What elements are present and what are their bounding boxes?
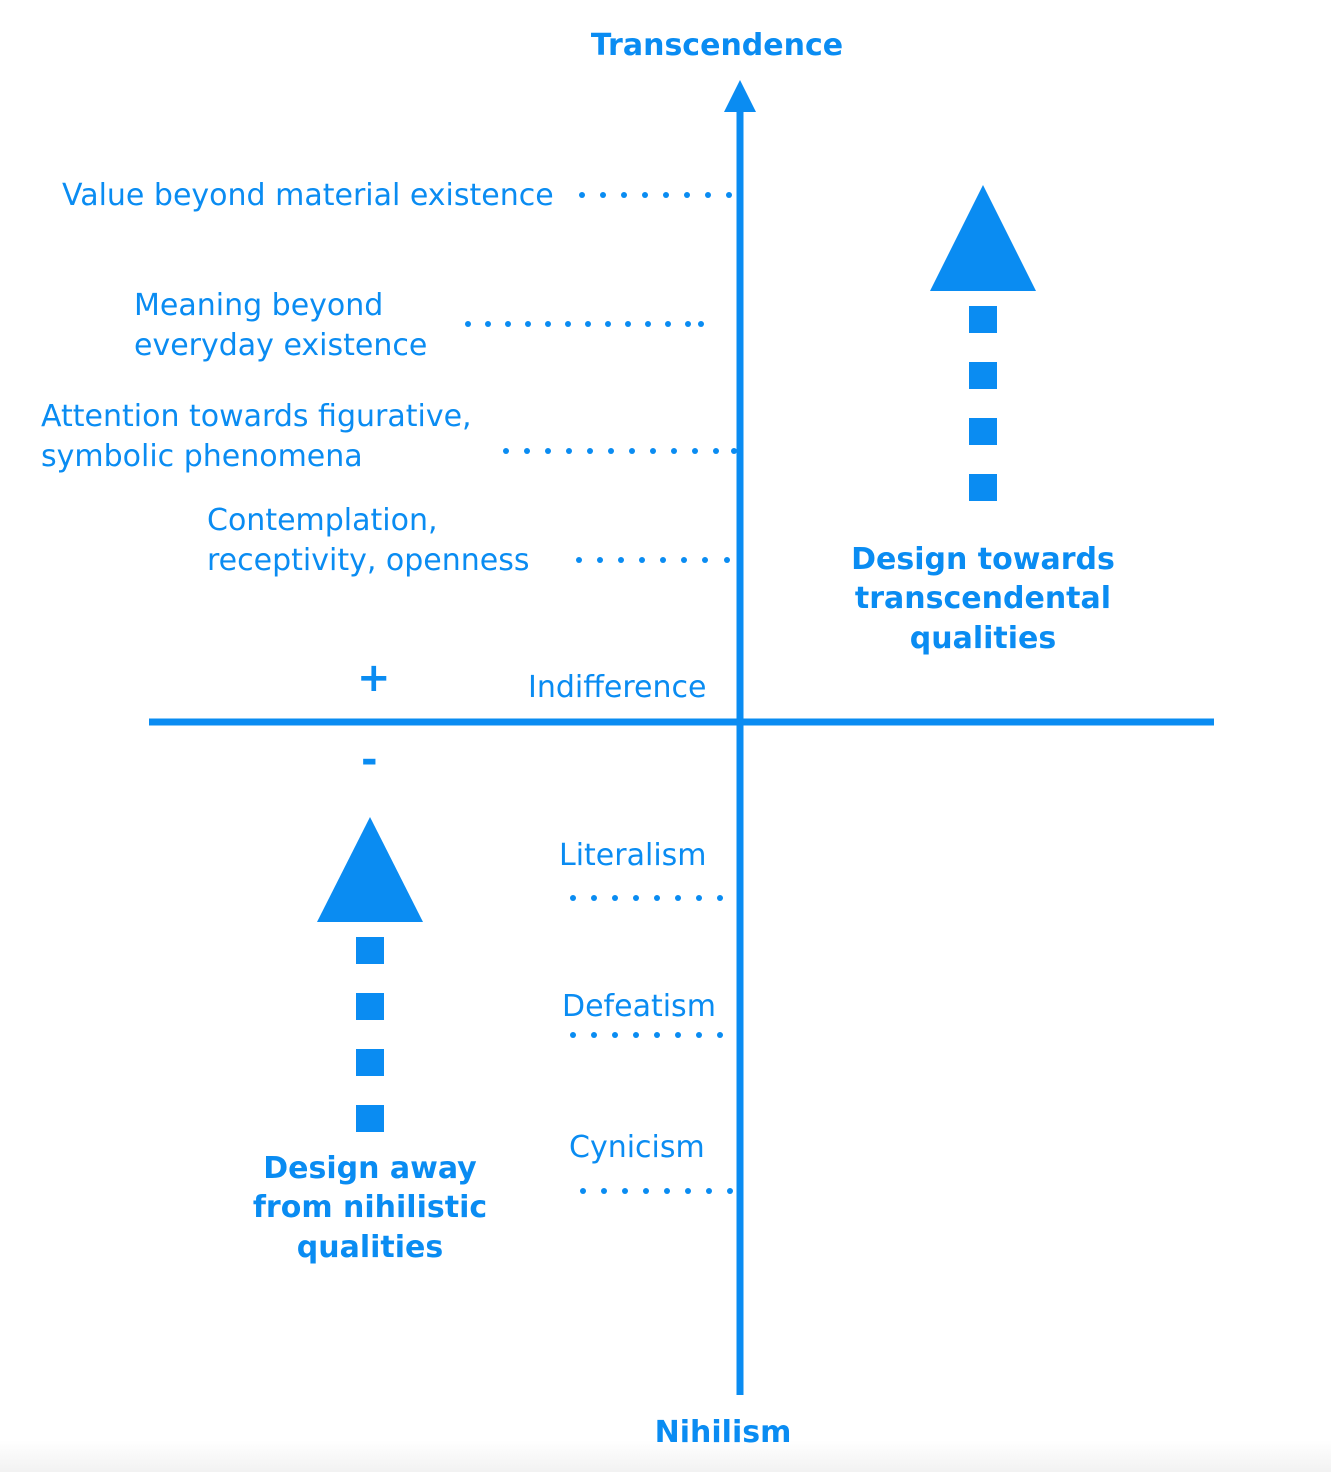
design-towards-arrowhead	[930, 185, 1036, 291]
label-cynicism: Cynicism	[569, 1130, 705, 1165]
axis-bottom-label: Nihilism	[654, 1415, 792, 1450]
design-towards-line1: Design towards	[851, 542, 1115, 577]
label-attention-line1: Attention towards figurative,	[41, 399, 472, 434]
design-away-arrowhead	[317, 817, 423, 922]
design-away-dash	[356, 993, 384, 1020]
label-contemplation-line2: receptivity, openness	[207, 543, 530, 578]
design-away-dash	[356, 937, 384, 964]
leader-literalism	[570, 895, 723, 901]
plus-sign: +	[357, 655, 391, 701]
label-literalism: Literalism	[559, 838, 707, 873]
leader-defeatism	[570, 1032, 723, 1038]
axis-top-label: Transcendence	[590, 28, 844, 63]
leader-meaning	[465, 321, 704, 327]
leader-contemplation	[576, 557, 730, 563]
design-towards-dash	[969, 474, 997, 501]
label-meaning-beyond-line1: Meaning beyond	[134, 288, 384, 323]
design-towards-dash	[969, 362, 997, 389]
design-away-line3: qualities	[296, 1230, 444, 1265]
design-towards-dash	[969, 418, 997, 445]
vertical-axis-arrowhead	[724, 80, 756, 112]
leader-attention	[503, 448, 737, 454]
design-away-line1: Design away	[263, 1151, 477, 1186]
design-towards-line3: qualities	[909, 621, 1057, 656]
leader-cynicism	[580, 1188, 733, 1194]
design-towards-dash	[969, 306, 997, 333]
design-away-arrow	[317, 817, 423, 1132]
label-defeatism: Defeatism	[562, 989, 716, 1024]
label-indifference: Indifference	[528, 670, 707, 705]
label-value-beyond-material: Value beyond material existence	[62, 178, 554, 213]
design-away-dash	[356, 1105, 384, 1132]
label-contemplation-line1: Contemplation,	[207, 503, 438, 538]
design-towards-line2: transcendental	[854, 581, 1112, 616]
minus-sign: -	[361, 737, 378, 783]
design-away-dash	[356, 1049, 384, 1076]
design-away-line2: from nihilistic	[252, 1190, 488, 1225]
label-meaning-beyond-line2: everyday existence	[134, 328, 428, 363]
design-towards-arrow	[930, 185, 1036, 501]
label-attention-line2: symbolic phenomena	[41, 439, 363, 474]
leader-value	[579, 192, 732, 198]
